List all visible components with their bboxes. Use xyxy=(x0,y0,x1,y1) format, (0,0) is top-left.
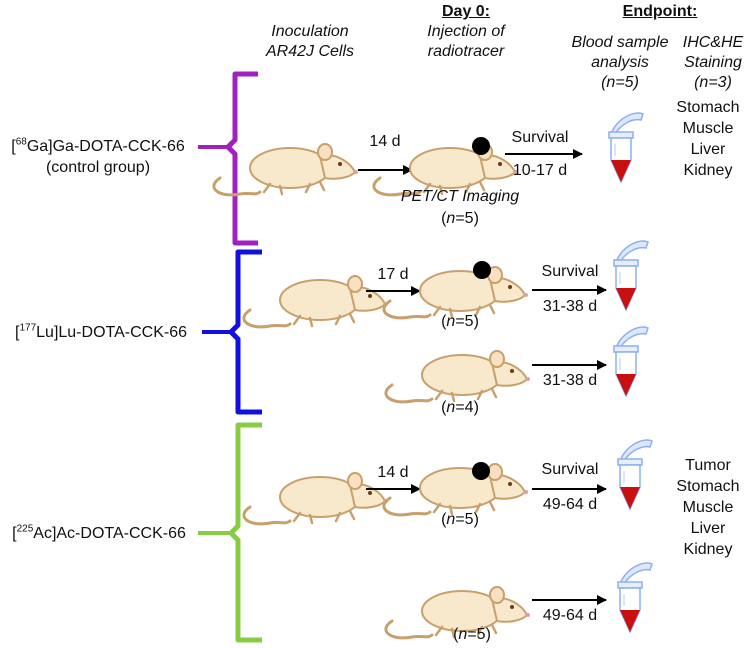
tumor-icon xyxy=(473,261,491,279)
survival-range: 49-64 d xyxy=(542,607,598,624)
blood-tube-icon xyxy=(617,562,653,633)
blood-line-1: Blood sample xyxy=(571,34,669,51)
group-size: (n=5) xyxy=(441,210,479,227)
survival-range: 31-38 d xyxy=(542,298,598,315)
inoculation-line-2: AR42J Cells xyxy=(265,43,355,60)
blood-line-3: (n=5) xyxy=(601,74,639,91)
group-size: (n=5) xyxy=(453,626,491,643)
group-size: (n=4) xyxy=(441,399,479,416)
blood-tube-icon xyxy=(613,326,649,397)
bracket-ac xyxy=(228,422,262,643)
bracket-lu xyxy=(228,249,262,415)
day0-sub-line-2: radiotracer xyxy=(427,43,505,60)
survival-label: Survival xyxy=(541,461,599,478)
ihc-line-1: IHC&HE xyxy=(682,34,744,51)
tissue-item: Stomach xyxy=(676,99,740,116)
group-label-lu: [177Lu]Lu-DOTA-CCK-66 xyxy=(15,322,187,341)
day0-header: Day 0: Injection of radiotracer xyxy=(410,2,522,62)
ihc-line-3: (n=3) xyxy=(694,74,732,91)
day0-sub-line-1: Injection of xyxy=(427,23,505,40)
blood-tube-icon xyxy=(617,439,653,510)
interval-label: 14 d xyxy=(377,464,409,481)
blood-tube-icon xyxy=(613,240,649,311)
tissue-item: Kidney xyxy=(683,541,733,558)
tissue-item: Muscle xyxy=(682,499,734,516)
inoculation-label: Inoculation AR42J Cells xyxy=(250,22,370,62)
tissue-item: Liver xyxy=(690,141,726,158)
tissue-item: Stomach xyxy=(676,478,740,495)
tissue-list-ac: Tumor Stomach Muscle Liver Kidney xyxy=(668,455,748,560)
blood-analysis-label: Blood sample analysis (n=5) xyxy=(560,33,680,93)
survival-range: 10-17 d xyxy=(512,162,568,179)
blood-tube-icon xyxy=(608,112,644,183)
endpoint-title: Endpoint: xyxy=(622,3,698,20)
tissue-item: Kidney xyxy=(683,162,733,179)
ihc-line-2: Staining xyxy=(684,54,742,71)
tissue-item: Muscle xyxy=(682,120,734,137)
interval-label: 17 d xyxy=(377,266,409,283)
group-size: (n=5) xyxy=(441,511,479,528)
tissue-item: Liver xyxy=(690,520,726,537)
inoculation-line-1: Inoculation xyxy=(271,23,349,40)
mouse-icon xyxy=(242,274,390,329)
group-label-ac: [225Ac]Ac-DOTA-CCK-66 xyxy=(12,523,186,542)
interval-label: 14 d xyxy=(369,133,401,150)
group-size: (n=5) xyxy=(441,313,479,330)
group-label-ga: [68Ga]Ga-DOTA-CCK-66 (control group) xyxy=(0,136,196,178)
survival-range: 31-38 d xyxy=(542,372,598,389)
group-ga-subtitle: (control group) xyxy=(45,159,151,176)
tumor-icon xyxy=(472,462,490,480)
tissue-list-ga: Stomach Muscle Liver Kidney xyxy=(668,97,748,181)
day0-title: Day 0: xyxy=(441,3,491,20)
ihc-label: IHC&HE Staining (n=3) xyxy=(676,33,750,93)
tumor-icon xyxy=(472,137,490,155)
tissue-item: Tumor xyxy=(685,457,731,474)
survival-label: Survival xyxy=(541,263,599,280)
mouse-icon xyxy=(242,471,390,526)
survival-label: Survival xyxy=(511,129,569,146)
blood-line-2: analysis xyxy=(591,54,649,71)
mouse-icon xyxy=(384,349,532,404)
imaging-label: PET/CT Imaging xyxy=(400,188,520,205)
survival-range: 49-64 d xyxy=(542,496,598,513)
